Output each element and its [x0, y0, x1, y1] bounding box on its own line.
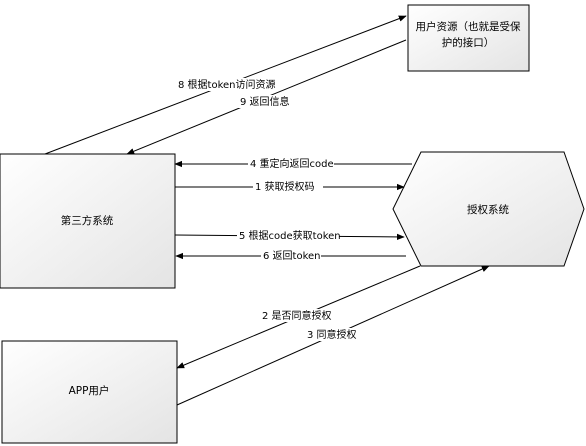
- third-party-node: 第三方系统: [0, 153, 176, 289]
- auth-system-label: 授权系统: [467, 203, 509, 216]
- edge-9-label: 9 返回信息: [240, 95, 290, 108]
- edge-5-label: 5 根据code获取token: [239, 229, 341, 242]
- third-party-label: 第三方系统: [61, 214, 114, 227]
- app-user-label: APP用户: [69, 384, 110, 397]
- resource-label-line2: 护的接口）: [442, 36, 495, 49]
- app-user-node: APP用户: [1, 340, 178, 444]
- edge-8-label: 8 根据token访问资源: [178, 78, 276, 91]
- auth-system-node: 授权系统: [392, 151, 585, 267]
- edge-4-label: 4 重定向返回code: [250, 157, 334, 170]
- resource-label-line1: 用户资源（也就是受保: [416, 20, 521, 33]
- edge-2-label: 2 是否同意授权: [262, 309, 332, 322]
- resource-node: 用户资源（也就是受保 护的接口）: [407, 4, 530, 72]
- edge-6-label: 6 返回token: [263, 250, 321, 262]
- edge-1-label: 1 获取授权码: [255, 180, 315, 193]
- edge-3-label: 3 同意授权: [307, 328, 357, 341]
